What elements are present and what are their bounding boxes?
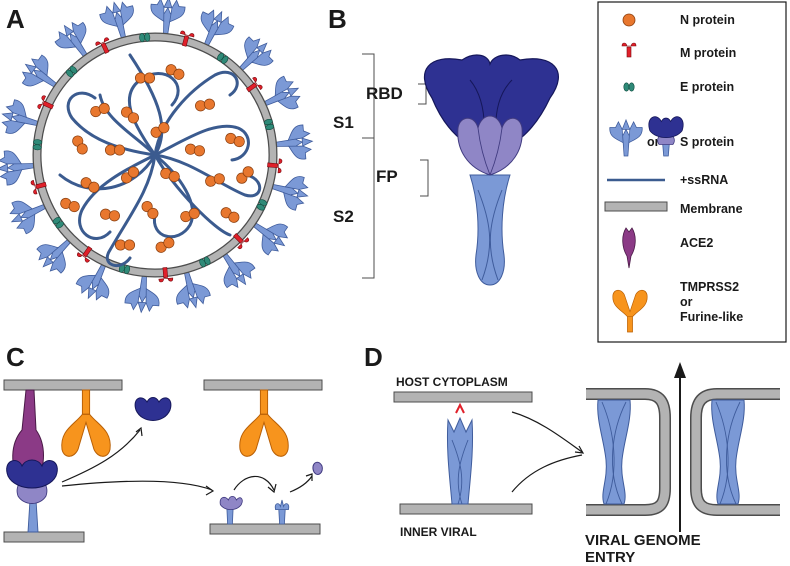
panel-c-cleavage — [3, 379, 323, 543]
panel-letter-a: A — [6, 4, 25, 34]
label-inner-viral: INNER VIRAL — [400, 525, 477, 539]
legend-or: or — [647, 135, 660, 149]
tmprss2-c2 — [239, 389, 289, 457]
legend-furine-like: Furine-like — [680, 310, 743, 324]
legend: N protein M protein E protein or S prote… — [597, 1, 787, 343]
spike-extended-d — [446, 416, 474, 505]
viral-membrane-c2 — [209, 523, 321, 535]
virion-n-protein — [218, 205, 242, 225]
virion-n-protein — [99, 207, 121, 223]
insertion-arrow — [455, 402, 465, 414]
legend-membrane: Membrane — [680, 202, 743, 216]
viral-membrane-c1 — [3, 531, 85, 543]
label-host-cytoplasm: HOST CYTOPLASM — [396, 375, 508, 389]
panel-letter-c: C — [6, 342, 25, 372]
legend-ace2: ACE2 — [680, 236, 713, 250]
virion-n-protein — [178, 206, 202, 224]
virion-spike — [123, 272, 162, 315]
panel-d-fusion: HOST CYTOPLASM INNER VIRAL VIRAL GENOME … — [393, 362, 780, 566]
legend-s-protein: S protein — [680, 135, 734, 149]
virion-n-protein — [58, 196, 82, 214]
virion-n-protein — [70, 133, 90, 157]
virion-illustration — [0, 0, 315, 315]
panel-letter-d: D — [364, 342, 383, 372]
virion-n-protein — [194, 97, 216, 113]
host-membrane-c1 — [3, 379, 123, 391]
released-fragment — [312, 461, 323, 475]
viral-membrane-d — [399, 503, 533, 515]
label-rbd: RBD — [366, 84, 403, 103]
legend-m-protein: M protein — [680, 46, 736, 60]
spike-cleaved-c2 — [219, 496, 243, 525]
virion-n-protein — [153, 235, 177, 255]
spike-s2-top — [457, 115, 523, 176]
n-protein-icon — [622, 13, 636, 27]
virion-spike — [148, 0, 187, 38]
label-fp: FP — [376, 167, 398, 186]
spike-fusion-c2 — [274, 499, 290, 525]
legend-e-protein: E protein — [680, 80, 734, 94]
legend-n-protein: N protein — [680, 13, 735, 27]
virion-n-protein — [184, 142, 206, 158]
released-s1 — [134, 397, 172, 421]
label-s1: S1 — [333, 113, 354, 132]
virion-e-protein — [263, 118, 275, 131]
virion-spike — [272, 123, 315, 162]
virion-n-protein — [139, 198, 161, 222]
legend-ssrna: +ssRNA — [680, 173, 728, 187]
virion-n-protein — [118, 104, 142, 126]
tmprss2-c1 — [61, 389, 111, 457]
membrane-icon — [604, 201, 668, 212]
s-bracket — [362, 53, 375, 279]
virion-n-protein — [88, 101, 112, 119]
spike-stalk — [469, 174, 511, 286]
panel-letter-b: B — [328, 4, 347, 34]
legend-tmprss2-or: or — [680, 295, 693, 309]
virion-rna — [58, 53, 261, 268]
legend-tmprss2: TMPRSS2 — [680, 280, 739, 294]
ace2-icon — [622, 227, 636, 269]
virion-n-protein — [114, 239, 136, 251]
virion-n-protein — [223, 131, 247, 149]
spike-structure: RBD S1 FP S2 — [333, 53, 559, 286]
legend-box — [597, 1, 787, 343]
label-viral-genome: VIRAL GENOME — [585, 532, 701, 549]
fp-bracket — [420, 159, 429, 197]
rbd-bracket — [418, 83, 427, 105]
label-s2: S2 — [333, 207, 354, 226]
virion-n-protein — [234, 164, 256, 186]
host-membrane-c2 — [203, 379, 323, 391]
host-membrane-d — [393, 391, 533, 403]
virion-n-protein — [163, 62, 187, 82]
virion-spike — [0, 148, 38, 187]
spike-bound-c1 — [6, 459, 58, 489]
virion-n-protein — [118, 164, 142, 186]
label-entry: ENTRY — [585, 549, 635, 566]
